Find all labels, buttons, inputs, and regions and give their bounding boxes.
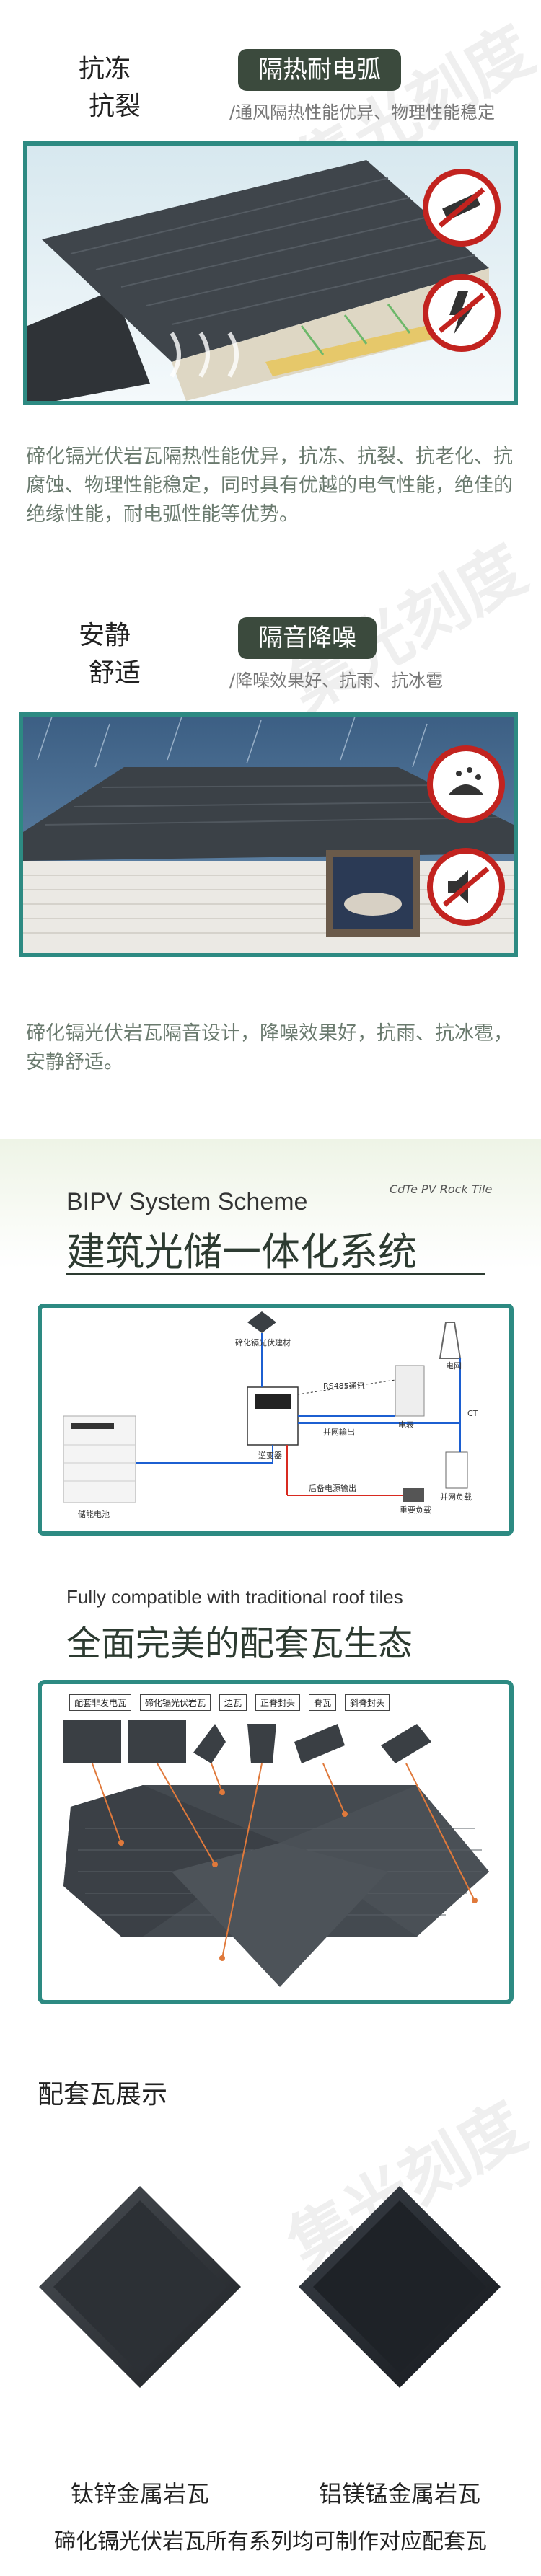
title-underline xyxy=(66,1273,485,1275)
ecosystem-frame: 配套非发电瓦 碲化镉光伏岩瓦 边瓦 正脊封头 脊瓦 斜脊封头 xyxy=(38,1680,514,2004)
bipv-tagline: CdTe PV Rock Tile xyxy=(390,1182,493,1196)
label-backup-output: 后备电源输出 xyxy=(309,1483,356,1493)
tile-label-edge: 边瓦 xyxy=(219,1694,247,1711)
label-grid-output: 并网输出 xyxy=(323,1427,355,1437)
feature-pill: 隔音降噪 xyxy=(238,617,377,659)
label-rs485: RS485通讯 xyxy=(323,1381,365,1391)
section-left-title: 安静 舒适 xyxy=(65,617,144,692)
label-grid-load: 并网负载 xyxy=(440,1492,472,1502)
feature-subtitle: /降噪效果好、抗雨、抗冰雹 xyxy=(229,670,444,691)
no-hail-icon xyxy=(427,745,505,823)
bipv-diagram-frame: 碲化镉光伏建材 RS485通讯 电网 CT 电表 并网输出 逆变器 储能电池 后… xyxy=(38,1304,514,1536)
section-tile-display: 配套瓦展示 钛锌金属岩瓦 铝镁锰金属岩瓦 碲化镉光伏岩瓦所有系列均可制作对应配套… xyxy=(0,2048,541,2576)
feature-pill: 隔热耐电弧 xyxy=(238,49,401,91)
ecosystem-english-title: Fully compatible with traditional roof t… xyxy=(66,1586,403,1608)
tile-labels-row: 配套非发电瓦 碲化镉光伏岩瓦 边瓦 正脊封头 脊瓦 斜脊封头 xyxy=(69,1694,502,1711)
section-tile-ecosystem: Fully compatible with traditional roof t… xyxy=(0,1564,541,2040)
roof-insulation-image xyxy=(23,141,518,405)
section-soundproof: 安静 舒适 隔音降噪 /降噪效果好、抗雨、抗冰雹 xyxy=(0,548,541,1074)
no-noise-icon xyxy=(427,848,505,926)
tile-product-image xyxy=(299,2186,501,2388)
tile-label-ridge: 脊瓦 xyxy=(309,1694,337,1711)
label-ct: CT xyxy=(467,1409,478,1418)
section-insulation: 抗冻 抗裂 隔热耐电弧 /通风隔热性能优异、物理性能稳定 xyxy=(0,0,541,548)
bipv-system-diagram: 碲化镉光伏建材 RS485通讯 电网 CT 电表 并网输出 逆变器 储能电池 后… xyxy=(63,1311,478,1519)
left-tile-caption: 钛锌金属岩瓦 xyxy=(70,2480,209,2508)
section-description: 碲化镉光伏岩瓦隔音设计，降噪效果好，抗雨、抗冰雹，安静舒适。 xyxy=(26,1022,513,1074)
display-title: 配套瓦展示 xyxy=(38,2080,168,2110)
ecosystem-chinese-title: 全面完美的配套瓦生态 xyxy=(66,1624,413,1664)
display-footer-note: 碲化镉光伏岩瓦所有系列均可制作对应配套瓦 xyxy=(54,2529,487,2554)
label-inverter: 逆变器 xyxy=(258,1450,282,1460)
roof-ecosystem-illustration xyxy=(63,1720,489,1987)
rain-house-image xyxy=(19,712,518,957)
section-left-title: 抗冻 抗裂 xyxy=(65,50,144,125)
bipv-chinese-title: 建筑光储一体化系统 xyxy=(66,1229,417,1275)
left-title-line2: 抗裂 xyxy=(88,92,141,121)
roof-cutaway-illustration xyxy=(27,160,489,401)
titanium-zinc-tile xyxy=(32,2179,248,2395)
house-rain-illustration xyxy=(23,717,514,953)
tile-product-image xyxy=(39,2186,241,2388)
aluminum-magnesium-tile xyxy=(291,2179,508,2395)
label-battery: 储能电池 xyxy=(78,1509,110,1519)
no-arc-icon xyxy=(423,274,501,352)
bipv-english-title: BIPV System Scheme xyxy=(66,1188,308,1216)
section-bipv: BIPV System Scheme CdTe PV Rock Tile 建筑光… xyxy=(0,1139,541,1543)
left-title-line1: 抗冻 xyxy=(78,54,131,84)
label-grid: 电网 xyxy=(446,1361,462,1371)
label-meter: 电表 xyxy=(398,1420,414,1430)
right-tile-caption: 铝镁锰金属岩瓦 xyxy=(318,2480,480,2508)
left-title-line2: 舒适 xyxy=(88,658,141,688)
tile-label-nonpower: 配套非发电瓦 xyxy=(69,1694,132,1711)
tile-label-ridge-cap: 正脊封头 xyxy=(255,1694,301,1711)
left-title-line1: 安静 xyxy=(78,621,131,650)
label-backup-load: 重要负载 xyxy=(400,1505,431,1515)
tile-label-cdte: 碲化镉光伏岩瓦 xyxy=(140,1694,211,1711)
no-damage-icon xyxy=(423,169,501,247)
label-pv-material: 碲化镉光伏建材 xyxy=(235,1337,291,1347)
tile-label-hip-cap: 斜脊封头 xyxy=(345,1694,390,1711)
feature-subtitle: /通风隔热性能优异、物理性能稳定 xyxy=(229,102,496,123)
section-description: 碲化镉光伏岩瓦隔热性能优异，抗冻、抗裂、抗老化、抗腐蚀、物理性能稳定，同时具有优… xyxy=(26,446,513,526)
